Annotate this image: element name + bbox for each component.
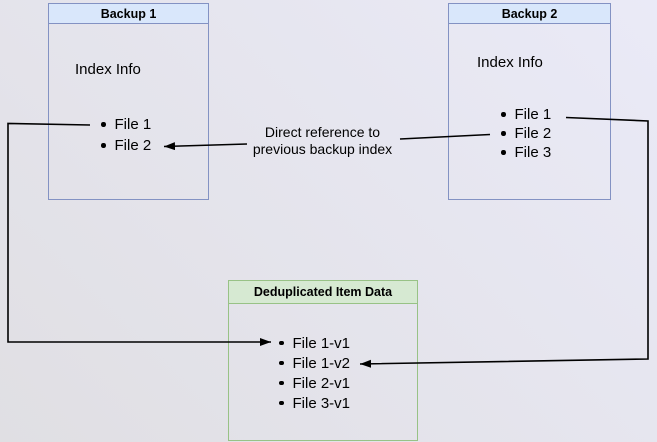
backup1-file-list: File 1 File 2: [101, 114, 151, 156]
list-item-label: File 1-v2: [292, 354, 351, 372]
direct-reference-label-line1: Direct reference to: [264, 124, 381, 140]
backup2-file-list: File 1 File 2 File 3: [501, 105, 551, 162]
dedup-title: Deduplicated Item Data: [229, 281, 417, 304]
list-item-label: File 1: [514, 106, 552, 123]
list-item: File 1-v1: [279, 333, 350, 353]
list-item-label: File 2: [114, 137, 152, 154]
list-item-label: File 3: [514, 144, 552, 161]
bullet-icon: [279, 380, 284, 386]
list-item: File 3-v1: [279, 393, 350, 413]
list-item-label: File 1: [114, 116, 152, 133]
list-item: File 3: [501, 143, 551, 162]
dedup-file-list: File 1-v1 File 1-v2 File 2-v1 File 3-v1: [279, 333, 350, 413]
bullet-icon: [501, 131, 506, 136]
bullet-icon: [279, 400, 284, 406]
backup1-title: Backup 1: [49, 4, 208, 24]
direct-reference-label: Direct reference to previous backup inde…: [230, 124, 415, 158]
list-item: File 2: [101, 135, 151, 156]
backup1-box: Backup 1 Index Info File 1 File 2: [48, 3, 209, 200]
bullet-icon: [501, 112, 506, 117]
list-item: File 1: [501, 105, 551, 124]
list-item-label: File 1-v1: [292, 334, 351, 352]
dedup-box: Deduplicated Item Data File 1-v1 File 1-…: [228, 280, 418, 441]
bullet-icon: [501, 150, 506, 155]
backup2-title: Backup 2: [449, 4, 610, 24]
bullet-icon: [279, 340, 284, 346]
backup1-subtitle: Index Info: [75, 61, 141, 78]
backup2-subtitle: Index Info: [477, 54, 543, 71]
direct-reference-label-line2: previous backup index: [252, 141, 393, 157]
list-item-label: File 2: [514, 125, 552, 142]
list-item: File 2-v1: [279, 373, 350, 393]
list-item: File 2: [501, 124, 551, 143]
list-item-label: File 3-v1: [292, 394, 351, 412]
bullet-icon: [101, 143, 106, 148]
bullet-icon: [279, 360, 284, 366]
list-item: File 1-v2: [279, 353, 350, 373]
list-item: File 1: [101, 114, 151, 135]
backup2-box: Backup 2 Index Info File 1 File 2 File 3: [448, 3, 611, 200]
list-item-label: File 2-v1: [292, 374, 351, 392]
bullet-icon: [101, 122, 106, 127]
